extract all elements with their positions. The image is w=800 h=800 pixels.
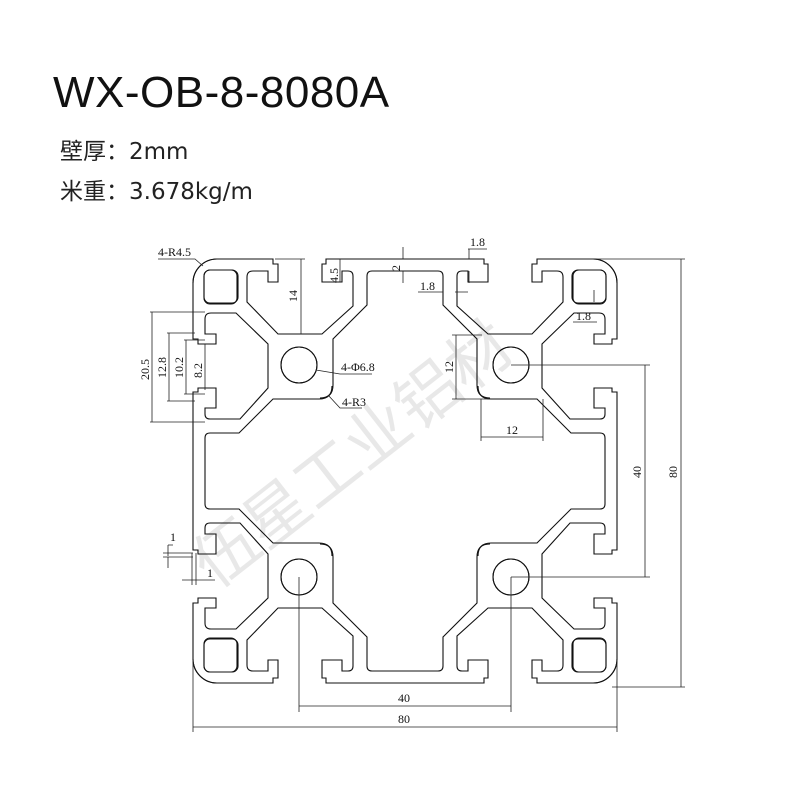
dim-overall-vertical: 80 [666, 466, 680, 478]
weight-spec: 米重：3.678kg/m [60, 179, 253, 205]
dim-boss-height: 12 [442, 361, 456, 373]
dim-web-thickness: 1.8 [420, 279, 435, 293]
dim-10-2: 10.2 [172, 357, 186, 378]
watermark: 伍星工业铝材 [179, 308, 527, 603]
dim-boss-radius: 4-R3 [342, 395, 366, 409]
dim-top-wall: 2 [389, 265, 403, 271]
dim-8-2: 8.2 [191, 363, 205, 378]
dim-hole-diameter: 4-Φ6.8 [341, 360, 375, 374]
dim-chamfer-b: 1 [207, 566, 213, 580]
model-title: WX-OB-8-8080A [53, 68, 390, 117]
dim-pocket-wall: 1.8 [576, 309, 591, 323]
dim-lip-height: 4.5 [327, 268, 341, 283]
dim-12-8: 12.8 [155, 357, 169, 378]
aluminum-profile-outline [193, 259, 617, 683]
dim-lip-thickness: 1.8 [470, 235, 485, 249]
dim-overall-horizontal: 80 [398, 712, 410, 726]
dim-slot-depth: 14 [286, 290, 300, 302]
dim-corner-radius: 4-R4.5 [158, 245, 191, 259]
dim-hole-pitch-horizontal: 40 [398, 691, 410, 705]
dim-hole-pitch-vertical: 40 [630, 466, 644, 478]
dim-chamfer-a: 1 [170, 530, 176, 544]
dim-20-5: 20.5 [138, 359, 152, 380]
dimension-annotations: 4-R4.5 14 4.5 2 1.8 1.8 1.8 20.5 12.8 10… [138, 235, 685, 732]
wall-thickness-spec: 壁厚：2mm [60, 139, 189, 165]
dim-boss-width: 12 [506, 423, 518, 437]
